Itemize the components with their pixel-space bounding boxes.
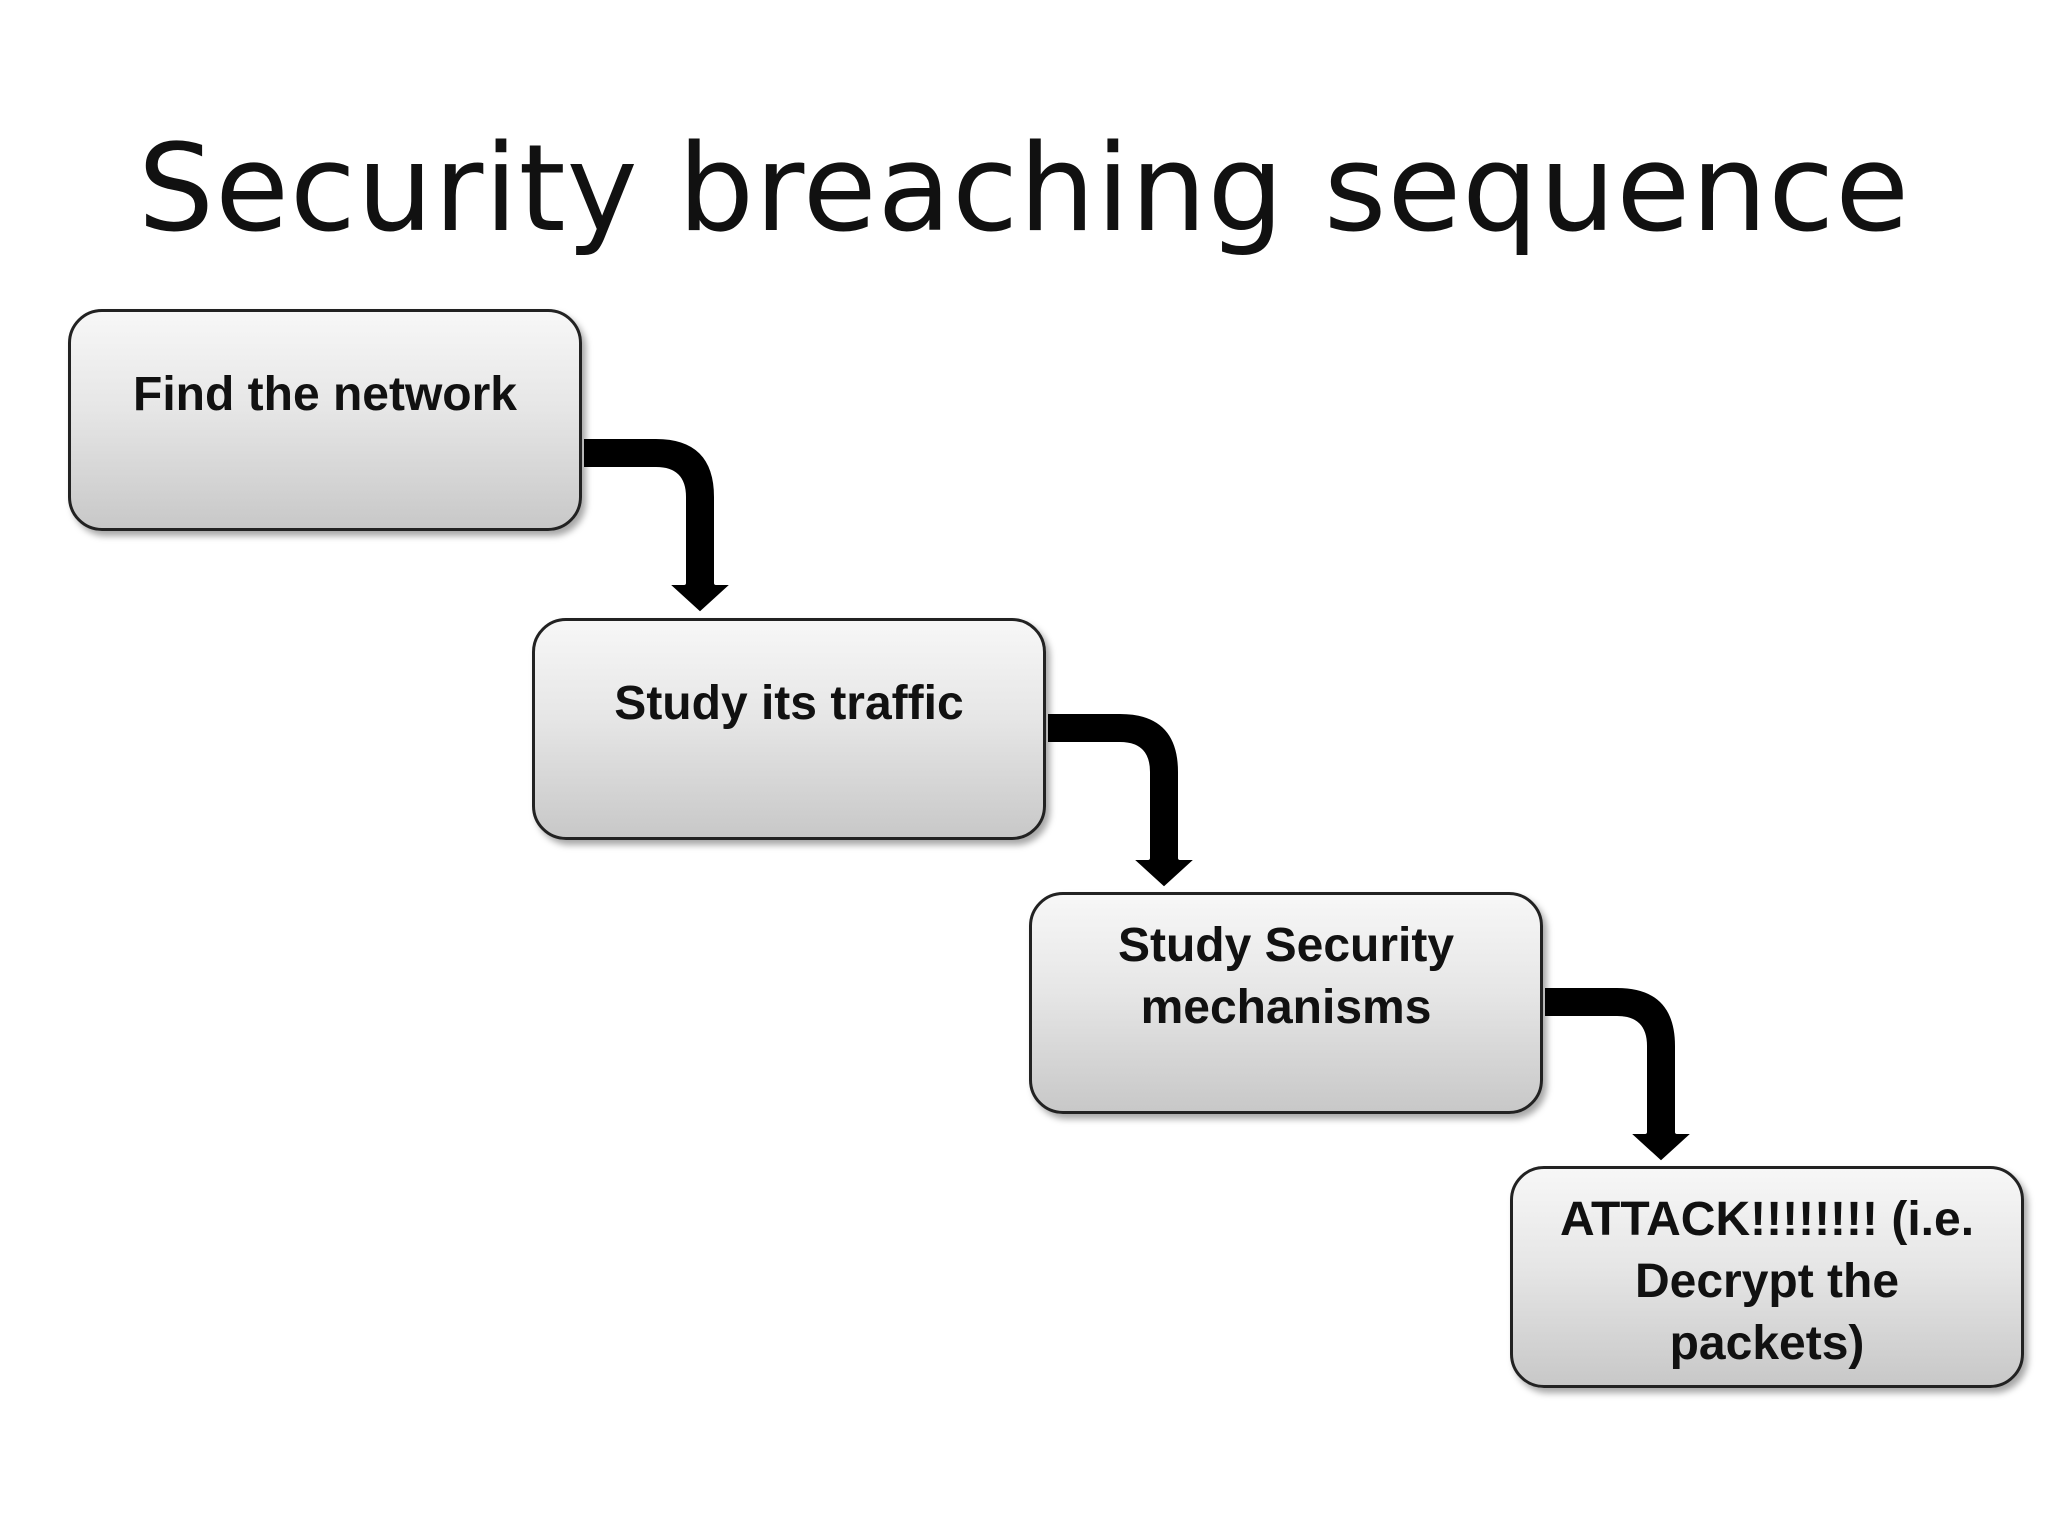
step-attack-box: ATTACK!!!!!!!! (i.e. Decrypt the packets…	[1510, 1166, 2024, 1388]
step-label: Study Security mechanisms	[1117, 919, 1455, 1034]
flow-arrow-3	[1541, 984, 1697, 1165]
step-label: Find the network	[133, 368, 517, 421]
step-find-network-box: Find the network	[68, 309, 582, 531]
flow-arrow-2	[1044, 710, 1200, 891]
step-study-security-box: Study Security mechanisms	[1029, 892, 1543, 1114]
step-label: Study its traffic	[614, 677, 964, 730]
step-study-traffic-box: Study its traffic	[532, 618, 1046, 840]
step-label: ATTACK!!!!!!!! (i.e. Decrypt the packets…	[1559, 1193, 1975, 1370]
slide-title: Security breaching sequence	[137, 120, 1911, 259]
flow-arrow-1	[572, 435, 744, 624]
